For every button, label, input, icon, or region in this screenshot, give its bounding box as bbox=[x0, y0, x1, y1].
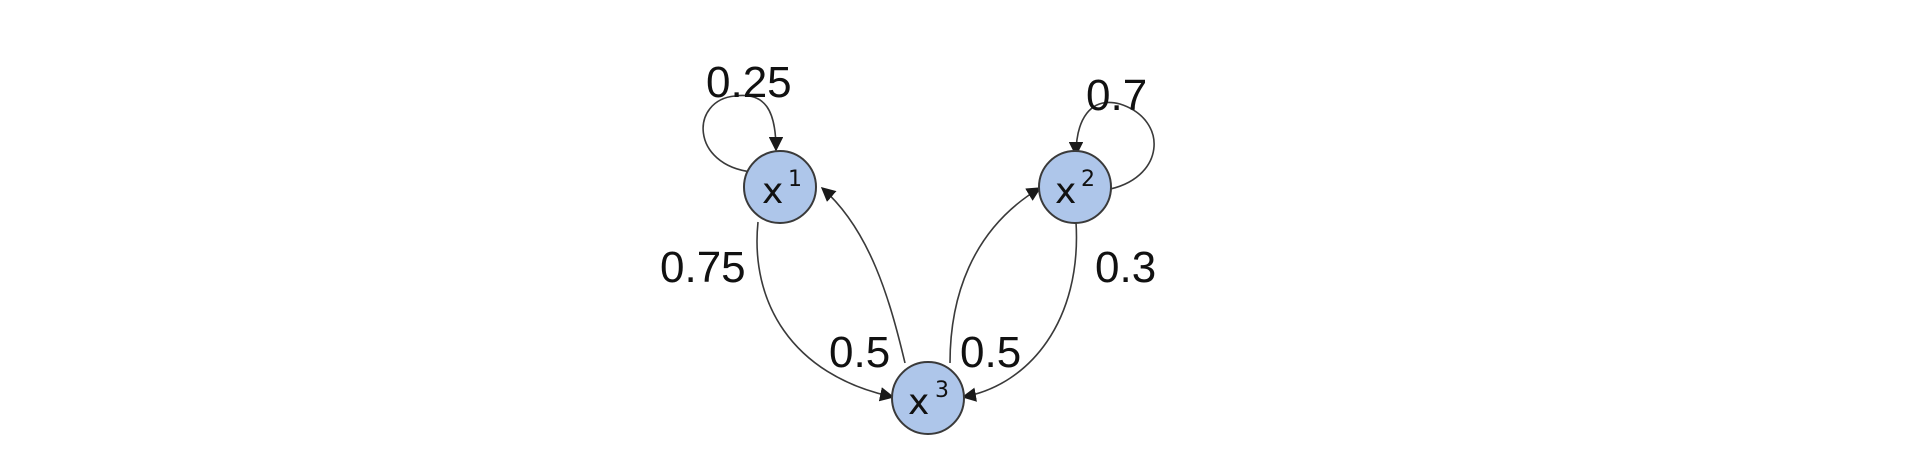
node-x1-sup: 1 bbox=[788, 167, 802, 192]
edge-x3-to-x1 bbox=[820, 187, 906, 364]
node-x3-sup: 3 bbox=[935, 378, 949, 403]
edge-label-x1-x3: 0.75 bbox=[660, 243, 746, 292]
node-x1-base: x bbox=[762, 171, 783, 212]
node-x3-base: x bbox=[908, 382, 929, 423]
edge-x2-self-loop bbox=[1068, 101, 1155, 191]
edge-x1-self-loop bbox=[702, 94, 784, 173]
node-x1: x 1 bbox=[743, 150, 817, 224]
edge-x1-to-x3 bbox=[756, 221, 895, 402]
edge-label-x1-self: 0.25 bbox=[706, 58, 792, 107]
edge-label-x3-x1: 0.5 bbox=[829, 328, 890, 377]
edge-x2-to-x3 bbox=[961, 221, 1078, 402]
node-x2-base: x bbox=[1055, 171, 1076, 212]
edge-label-x3-x2: 0.5 bbox=[960, 328, 1021, 377]
node-x3: x 3 bbox=[891, 361, 965, 435]
node-x2: x 2 bbox=[1038, 150, 1112, 224]
edge-x3-to-x2 bbox=[949, 187, 1042, 364]
edge-label-x2-self: 0.7 bbox=[1086, 71, 1147, 120]
edge-label-x2-x3: 0.3 bbox=[1095, 243, 1156, 292]
node-x2-sup: 2 bbox=[1081, 167, 1095, 192]
